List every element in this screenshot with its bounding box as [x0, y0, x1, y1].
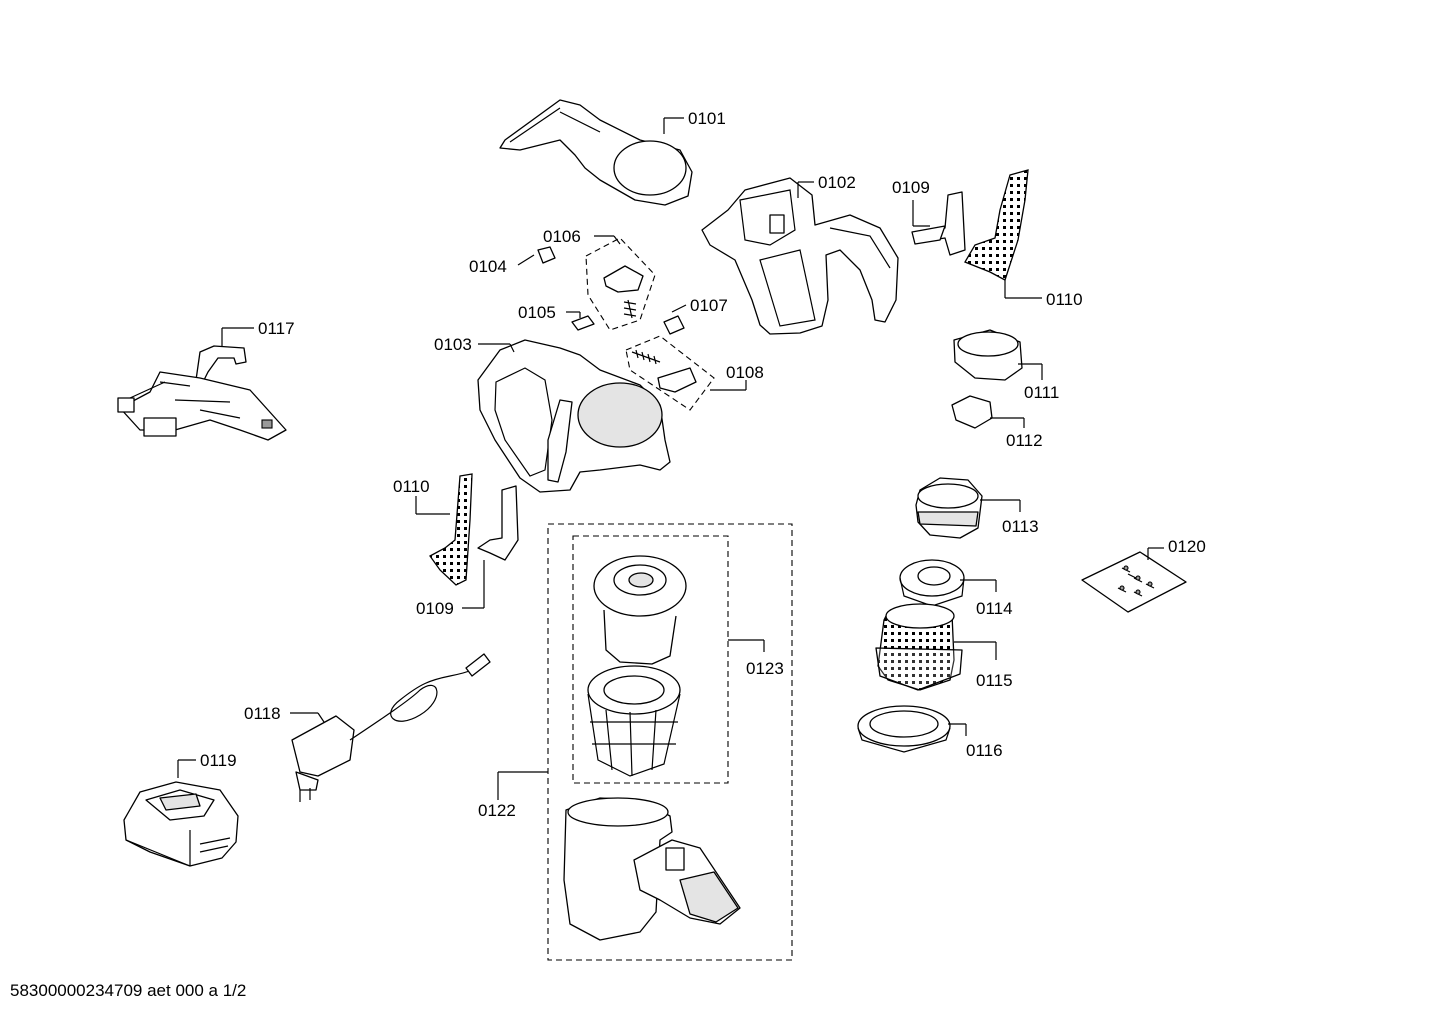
- callout-0110-left: 0110: [393, 477, 430, 496]
- callout-0109-left: 0109: [416, 599, 454, 618]
- callout-0113: 0113: [1002, 517, 1039, 536]
- callout-0111: 0111: [1024, 383, 1059, 402]
- part-0111-fan-cover: 0111: [953, 329, 1059, 402]
- part-0112-cap: 0112: [951, 395, 1043, 450]
- part-0113-motor: 0113: [915, 477, 1039, 539]
- callout-0119: 0119: [200, 751, 237, 770]
- part-0103-main-frame: 0103: [434, 335, 671, 493]
- part-0114-gear-ring: 0114: [899, 559, 1013, 618]
- filter-cage-frame: [587, 665, 681, 777]
- part-0122-dust-container-assembly: 0122: [478, 523, 793, 961]
- callout-0110-top: 0110: [1046, 290, 1083, 309]
- dust-bin: [563, 797, 741, 941]
- callout-0114: 0114: [976, 599, 1013, 618]
- part-0110-mesh-panel-left: 0110: [393, 473, 473, 586]
- callout-0112: 0112: [1006, 431, 1043, 450]
- callout-0118: 0118: [244, 704, 281, 723]
- callout-0106: 0106: [543, 227, 581, 246]
- callout-0109-top: 0109: [892, 178, 930, 197]
- callout-0102: 0102: [818, 173, 856, 192]
- callout-0117: 0117: [258, 319, 295, 338]
- part-0117-wiring-harness: 0117: [117, 319, 295, 441]
- document-id: 58300000234709 aet 000 a 1/2: [10, 981, 246, 1000]
- filter-cylinder: [593, 555, 687, 665]
- part-0115-filter-cage: 0115: [875, 603, 1013, 691]
- part-0101-handle-cover: 0101: [499, 99, 726, 206]
- part-0108-release-assembly: 0108: [625, 335, 764, 411]
- callout-0107: 0107: [690, 296, 728, 315]
- callout-0108: 0108: [726, 363, 764, 382]
- part-0106-button-assembly: 0106: [543, 227, 656, 331]
- part-0120-screw-set: 0120: [1081, 537, 1206, 613]
- callout-0115: 0115: [976, 671, 1013, 690]
- part-0118-charger: 0118: [244, 653, 491, 802]
- part-0116-seal-ring: 0116: [857, 705, 1003, 760]
- part-0105-pad: 0105: [518, 303, 595, 331]
- callout-0120: 0120: [1168, 537, 1206, 556]
- part-0109-side-bracket-left: 0109: [416, 485, 519, 618]
- part-0109-side-bracket-right: 0109: [892, 178, 966, 256]
- callout-0116: 0116: [966, 741, 1003, 760]
- part-0110-mesh-panel-right: 0110: [964, 169, 1083, 309]
- callout-0122: 0122: [478, 801, 516, 820]
- part-0119-battery-pack: 0119: [123, 751, 239, 867]
- part-0104-clip: 0104: [469, 246, 556, 276]
- part-0107-latch: 0107: [663, 296, 728, 335]
- callout-0123: 0123: [746, 659, 784, 678]
- part-0123-filter-assembly: 0123: [572, 535, 784, 784]
- part-0102-motor-housing: 0102: [701, 173, 899, 335]
- callout-0103: 0103: [434, 335, 472, 354]
- callout-0105: 0105: [518, 303, 556, 322]
- callout-0101: 0101: [688, 109, 726, 128]
- callout-0104: 0104: [469, 257, 507, 276]
